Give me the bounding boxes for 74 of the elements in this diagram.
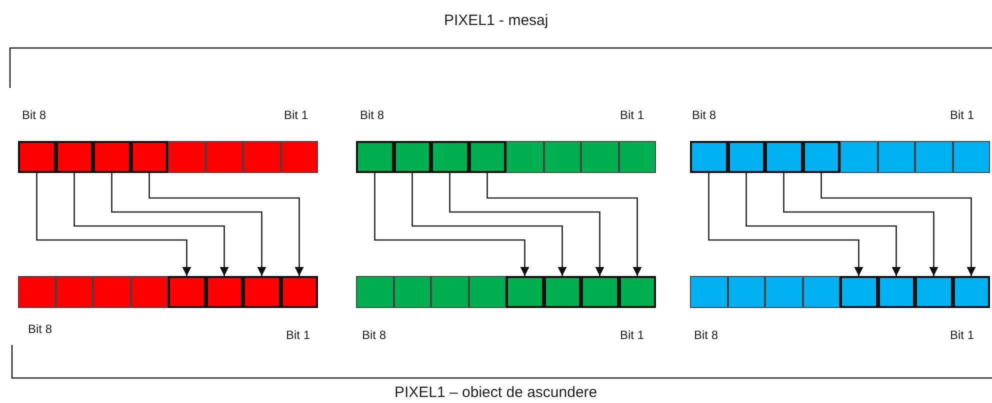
arrow <box>111 173 266 276</box>
bit-label: Bit 8 <box>28 322 52 336</box>
bit-cell <box>243 141 280 173</box>
bit-cell <box>878 276 915 308</box>
arrow <box>412 173 567 276</box>
bit-cell <box>581 141 618 173</box>
bit-cell <box>802 141 840 173</box>
bit-cell <box>56 276 93 308</box>
arrow <box>783 173 938 276</box>
arrow <box>746 173 901 276</box>
bit-cell <box>93 276 130 308</box>
bit-cell <box>878 141 915 173</box>
bit-cell <box>952 276 990 308</box>
bit-cell <box>280 141 318 173</box>
bit-label: Bit 8 <box>360 108 384 122</box>
bit-cell <box>802 276 840 308</box>
bit-cell <box>952 141 990 173</box>
bit-cell <box>506 276 544 308</box>
bit-label: Bit 1 <box>286 328 310 342</box>
bit-label: Bit 8 <box>694 328 718 342</box>
bit-cell <box>915 276 952 308</box>
bit-cell <box>765 141 802 173</box>
bit-cell <box>280 276 318 308</box>
bit-cell <box>206 141 243 173</box>
bit-label: Bit 8 <box>22 108 46 122</box>
bit-cell <box>765 276 802 308</box>
bit-cell <box>468 141 506 173</box>
bit-cell <box>690 141 728 173</box>
bit-label: Bit 8 <box>692 108 716 122</box>
bit-cell <box>618 276 656 308</box>
title: PIXEL1 - mesaj <box>444 12 548 29</box>
bit-cell <box>93 141 130 173</box>
arrow <box>374 173 530 276</box>
arrow <box>708 173 864 276</box>
bit-cell <box>56 141 93 173</box>
bit-cell <box>544 276 581 308</box>
bit-cell <box>206 276 243 308</box>
bit-cell <box>168 276 206 308</box>
bit-cell <box>840 141 878 173</box>
bit-cell <box>728 141 765 173</box>
arrow <box>449 173 604 276</box>
bit-label: Bit 1 <box>950 108 974 122</box>
bit-label: Bit 1 <box>620 328 644 342</box>
bit-cell <box>356 141 394 173</box>
bit-label: Bit 8 <box>362 328 386 342</box>
bit-cell <box>130 141 168 173</box>
bit-cell <box>506 141 544 173</box>
arrow <box>74 173 229 276</box>
arrow <box>486 173 642 276</box>
bit-cell <box>243 276 280 308</box>
bit-cell <box>618 141 656 173</box>
bit-label: Bit 1 <box>950 328 974 342</box>
bit-cell <box>468 276 506 308</box>
bit-cell <box>431 276 468 308</box>
bit-cell <box>915 141 952 173</box>
bit-cell <box>581 276 618 308</box>
bit-cell <box>130 276 168 308</box>
bit-label: Bit 1 <box>284 108 308 122</box>
bit-cell <box>840 276 878 308</box>
arrow <box>148 173 304 276</box>
bit-cell <box>18 276 56 308</box>
arrow <box>820 173 976 276</box>
arrow <box>36 173 192 276</box>
bit-cell <box>728 276 765 308</box>
bit-cell <box>168 141 206 173</box>
bit-label: Bit 1 <box>620 108 644 122</box>
bit-cell <box>356 276 394 308</box>
bit-cell <box>690 276 728 308</box>
caption: PIXEL1 – obiect de ascundere <box>394 384 598 401</box>
bit-cell <box>394 276 431 308</box>
bit-cell <box>544 141 581 173</box>
bit-cell <box>394 141 431 173</box>
bit-cell <box>431 141 468 173</box>
bit-cell <box>18 141 56 173</box>
